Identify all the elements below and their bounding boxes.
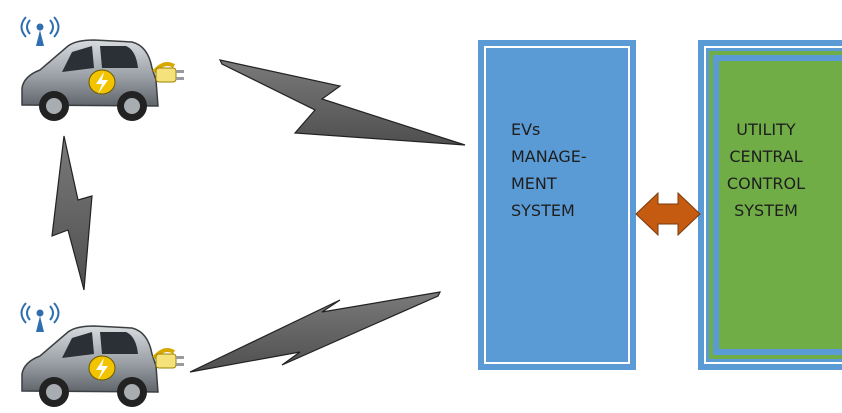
ev-management-system-line-2: MANAGE- <box>511 147 587 166</box>
charging-plug-icon <box>152 62 184 83</box>
car-icon <box>21 39 159 121</box>
utility-central-control-system-label: UTILITY CENTRAL CONTROL SYSTEM <box>716 116 816 224</box>
utility-control-line-1: UTILITY <box>736 120 796 139</box>
bidirectional-link-arrow <box>635 191 701 237</box>
utility-control-line-3: CONTROL <box>726 174 806 193</box>
charging-plug-icon <box>152 348 184 369</box>
electric-car-bottom <box>20 302 184 407</box>
utility-control-box-green-inner <box>713 55 842 355</box>
wireless-link-car-to-car <box>51 135 93 291</box>
utility-control-line-4: SYSTEM <box>734 201 798 220</box>
ev-management-system-line-4: SYSTEM <box>511 201 575 220</box>
wireless-link-top-car <box>218 59 466 146</box>
wireless-link-bottom-car <box>189 291 442 373</box>
utility-control-line-2: CENTRAL <box>729 147 803 166</box>
ev-management-system-line-1: EVs <box>511 120 541 139</box>
car-icon <box>21 325 159 407</box>
antenna-icon <box>20 16 60 46</box>
antenna-icon <box>20 302 60 332</box>
utility-control-box-green <box>709 51 842 359</box>
electric-car-top <box>20 16 184 121</box>
ev-management-system-line-3: MENT <box>511 174 557 193</box>
ev-management-system-box-inner <box>484 46 630 364</box>
ev-management-system-label: EVs MANAGE- MENT SYSTEM <box>511 116 621 224</box>
utility-control-box-border <box>704 46 842 364</box>
